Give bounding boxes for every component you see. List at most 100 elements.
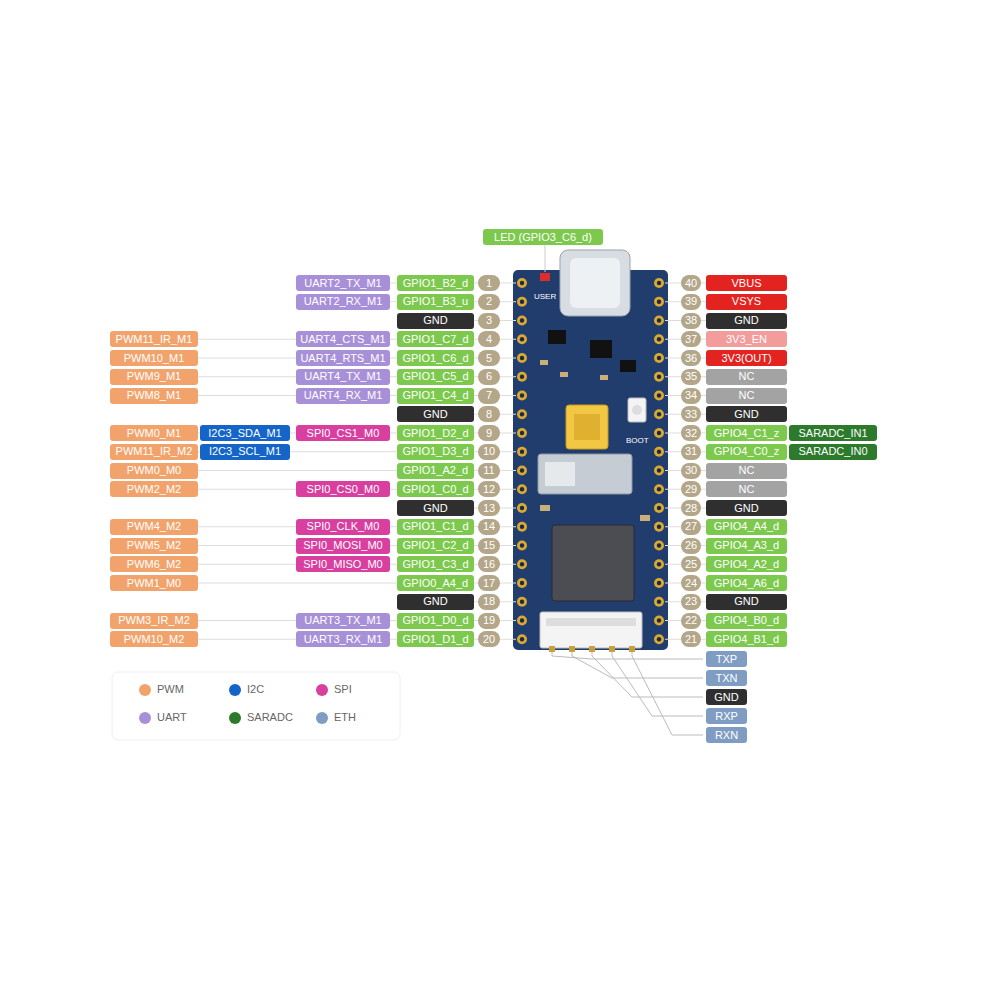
pin-text: 3V3_EN bbox=[726, 334, 767, 345]
gpio-label: GPIO4_C0_z bbox=[706, 444, 787, 460]
pin-text: 5 bbox=[486, 353, 492, 364]
gpio-label: GPIO1_C7_d bbox=[397, 331, 474, 347]
pin-text: 33 bbox=[685, 409, 697, 420]
gpio-label: GPIO1_D1_d bbox=[397, 631, 474, 647]
gpio-label: GPIO0_A4_d bbox=[397, 575, 474, 591]
header-pad bbox=[654, 484, 664, 494]
pin-number: 8 bbox=[478, 406, 500, 422]
boot-button bbox=[628, 398, 646, 422]
gpio-label: GPIO1_C4_d bbox=[397, 388, 474, 404]
boot-button-cap bbox=[632, 405, 642, 415]
sd-card-slot bbox=[538, 454, 632, 494]
i2c-label: I2C3_SCL_M1 bbox=[200, 444, 290, 460]
pin-text: 15 bbox=[483, 540, 495, 551]
header-hole bbox=[520, 468, 524, 472]
pwm-label: PWM11_IR_M2 bbox=[110, 444, 198, 460]
legend-text: SARADC bbox=[247, 712, 293, 723]
uart-label: UART4_TX_M1 bbox=[296, 369, 390, 385]
pin-text: GPIO1_C1_d bbox=[402, 521, 468, 532]
pin-text: GPIO1_D3_d bbox=[402, 446, 468, 457]
pwm-label: PWM9_M1 bbox=[110, 369, 198, 385]
header-pad bbox=[517, 409, 527, 419]
pin-text: 30 bbox=[685, 465, 697, 476]
pin-text: PWM0_M1 bbox=[127, 428, 181, 439]
header-pad bbox=[517, 616, 527, 626]
connector-pin bbox=[609, 646, 615, 652]
pin-text: 8 bbox=[486, 409, 492, 420]
header-pad bbox=[654, 597, 664, 607]
pin-text: VSYS bbox=[732, 296, 761, 307]
spi-label: SPI0_MOSI_M0 bbox=[296, 538, 390, 554]
pin-text: LED (GPIO3_C6_d) bbox=[494, 232, 592, 243]
pin-text: PWM0_M0 bbox=[127, 465, 181, 476]
header-hole bbox=[657, 637, 661, 641]
legend-swatch bbox=[229, 712, 241, 724]
eth-label: TXN bbox=[706, 670, 747, 686]
pin-number: 39 bbox=[681, 294, 701, 310]
header-pad bbox=[517, 541, 527, 551]
pin-text: PWM10_M1 bbox=[124, 353, 185, 364]
pwm-label: PWM10_M1 bbox=[110, 350, 198, 366]
connector-pin bbox=[629, 646, 635, 652]
pin-text: PWM1_M0 bbox=[127, 578, 181, 589]
pin-text: UART2_RX_M1 bbox=[304, 296, 383, 307]
leader-lines bbox=[114, 245, 873, 735]
pin-text: UART3_RX_M1 bbox=[304, 634, 383, 645]
gpio-label: GPIO1_C2_d bbox=[397, 538, 474, 554]
pin-text: GPIO0_A4_d bbox=[403, 578, 468, 589]
header-hole bbox=[520, 431, 524, 435]
header-hole bbox=[520, 600, 524, 604]
pin-text: GND bbox=[734, 503, 758, 514]
pin-text: GPIO1_D0_d bbox=[402, 615, 468, 626]
pin-text: GPIO4_C1_z bbox=[714, 428, 779, 439]
pin-text: 38 bbox=[685, 315, 697, 326]
header-pad bbox=[517, 522, 527, 532]
pwm-label: PWM8_M1 bbox=[110, 388, 198, 404]
pin-number: 24 bbox=[681, 575, 701, 591]
header-pad bbox=[654, 391, 664, 401]
pin-text: 3V3(OUT) bbox=[721, 353, 771, 364]
pin-number: 35 bbox=[681, 369, 701, 385]
pin-number: 3 bbox=[478, 313, 500, 329]
pin-text: GPIO1_C4_d bbox=[402, 390, 468, 401]
pwm-label: PWM10_M2 bbox=[110, 631, 198, 647]
connector-pin bbox=[589, 646, 595, 652]
legend-text: ETH bbox=[334, 712, 356, 723]
pin-text: VBUS bbox=[732, 278, 762, 289]
pin-number: 17 bbox=[478, 575, 500, 591]
pin-number: 20 bbox=[478, 631, 500, 647]
header-hole bbox=[657, 450, 661, 454]
smd-part bbox=[540, 505, 550, 511]
fpc-connector bbox=[540, 612, 642, 648]
pin-number: 15 bbox=[478, 538, 500, 554]
header-hole bbox=[520, 375, 524, 379]
pin-text: 27 bbox=[685, 521, 697, 532]
pin-text: SARADC_IN0 bbox=[798, 446, 867, 457]
header-hole bbox=[520, 318, 524, 322]
pin-text: 1 bbox=[486, 278, 492, 289]
power-label: 3V3(OUT) bbox=[706, 350, 787, 366]
power-label: VBUS bbox=[706, 275, 787, 291]
header-pad bbox=[517, 297, 527, 307]
legend-box bbox=[112, 672, 400, 740]
pin-text: PWM8_M1 bbox=[127, 390, 181, 401]
gnd-label: GND bbox=[397, 313, 474, 329]
pin-text: 9 bbox=[486, 428, 492, 439]
pwm-label: PWM2_M2 bbox=[110, 481, 198, 497]
pin-number: 16 bbox=[478, 556, 500, 572]
header-hole bbox=[520, 393, 524, 397]
gpio-label: GPIO4_A2_d bbox=[706, 556, 787, 572]
pin-text: PWM3_IR_M2 bbox=[118, 615, 190, 626]
pwm-label: PWM1_M0 bbox=[110, 575, 198, 591]
header-pad bbox=[517, 634, 527, 644]
flash-chip bbox=[566, 405, 608, 449]
legend-swatch bbox=[139, 684, 151, 696]
pin-text: 11 bbox=[483, 465, 494, 476]
pin-text: GND bbox=[734, 409, 758, 420]
nc-label: NC bbox=[706, 481, 787, 497]
pin-number: 21 bbox=[681, 631, 701, 647]
pwm-label: PWM3_IR_M2 bbox=[110, 613, 198, 629]
header-hole bbox=[520, 412, 524, 416]
pin-text: 4 bbox=[486, 334, 492, 345]
pin-text: PWM9_M1 bbox=[127, 371, 181, 382]
